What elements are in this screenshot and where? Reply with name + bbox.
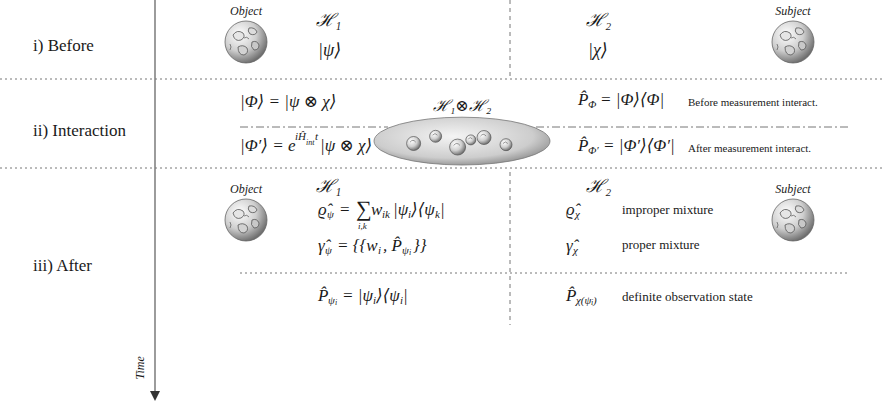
- text-label: definite observation state: [622, 290, 753, 305]
- math-label: ψ: [325, 244, 332, 257]
- math-label: }}: [413, 236, 427, 256]
- math-label: |: [403, 286, 408, 306]
- math-label: χ: [573, 244, 578, 257]
- math-label: |χ⟩: [588, 40, 608, 61]
- math-label: i: [378, 244, 381, 257]
- math-label: γ̂: [566, 236, 573, 256]
- math-label: i: [408, 208, 411, 221]
- math-label: γ̂: [318, 236, 325, 256]
- math-label: P̂: [318, 286, 328, 306]
- column-divider: [510, 0, 511, 77]
- time-label: Time: [133, 356, 147, 379]
- math-label: Φ: [588, 98, 596, 111]
- math-label: ik: [382, 208, 390, 221]
- row-divider: [0, 168, 885, 169]
- math-label: Before measurement interact.: [688, 96, 818, 109]
- math-label: P̂: [566, 286, 576, 306]
- time-arrowhead: [150, 391, 160, 401]
- math-label: ψ: [327, 208, 334, 221]
- node-heading: Object: [221, 182, 271, 196]
- text-label: proper mixture: [622, 238, 700, 253]
- sphere-node: Object: [221, 4, 271, 66]
- math-label: = |Φ′⟩⟨Φ′|: [603, 136, 675, 156]
- math-label: ⟩⟨ψ: [411, 200, 435, 220]
- sphere-illustration: [224, 20, 268, 64]
- sphere-node: Subject: [768, 182, 818, 244]
- math-label: = {{w: [337, 236, 378, 256]
- math-label: i: [400, 294, 403, 307]
- math-label: i: [373, 294, 376, 307]
- sphere-illustration: [224, 198, 268, 242]
- math-label: Φ′: [588, 144, 599, 157]
- sphere-illustration: [771, 20, 815, 64]
- math-label: After measurement interact.: [688, 142, 811, 155]
- math-label: |ψ⟩: [318, 40, 341, 61]
- math-label: ℋ₂: [586, 176, 611, 197]
- math-label: t: [315, 130, 318, 143]
- space-label: ℋ₁⊗ℋ₂: [372, 96, 552, 115]
- math-label: i: [409, 248, 411, 257]
- math-label: ⟩⟨ψ: [376, 286, 400, 306]
- sphere-illustration: [771, 198, 815, 242]
- math-label: ϱ̂: [318, 200, 327, 220]
- text-label: improper mixture: [622, 203, 713, 218]
- text-label: ∑: [356, 196, 372, 221]
- math-label: |: [440, 200, 445, 220]
- state-divider: [240, 273, 850, 274]
- math-label: i: [335, 298, 337, 307]
- math-label: P̂: [578, 90, 588, 110]
- math-label: ϱ̂: [566, 200, 575, 220]
- math-label: w: [371, 200, 382, 220]
- time-axis: [154, 0, 155, 392]
- column-divider: [510, 172, 511, 325]
- text-label: i) Before: [33, 36, 94, 56]
- math-label: χ(ψ: [576, 294, 591, 307]
- math-label: ψ: [402, 244, 409, 257]
- text-label: ii) Interaction: [33, 121, 126, 141]
- math-label: iĤ: [295, 130, 306, 143]
- text-label: iii) After: [33, 256, 92, 276]
- math-label: ℋ₁: [316, 10, 341, 31]
- node-heading: Object: [221, 4, 271, 18]
- math-label: |ψ: [393, 200, 408, 220]
- hilbert-ellipse: ℋ₁⊗ℋ₂: [372, 96, 552, 166]
- phase-divider: [536, 127, 850, 128]
- math-label: k: [435, 208, 440, 221]
- sphere-node: Subject: [768, 4, 818, 66]
- math-label: ℋ₁: [316, 176, 341, 197]
- math-label: χ: [575, 208, 580, 221]
- sphere-node: Object: [221, 182, 271, 244]
- math-label: i: [591, 298, 593, 307]
- math-label: ): [593, 294, 597, 307]
- text-label: =: [340, 200, 350, 220]
- math-label: int: [306, 138, 314, 147]
- row-divider: [0, 79, 885, 80]
- math-label: ψ: [328, 294, 335, 307]
- node-heading: Subject: [768, 4, 818, 18]
- math-label: |Φ′⟩ = e: [240, 136, 295, 156]
- node-heading: Subject: [768, 182, 818, 196]
- math-label: |ψ ⊗ χ⟩: [320, 136, 372, 156]
- math-label: , P̂: [383, 236, 402, 256]
- math-label: P̂: [578, 136, 588, 156]
- math-label: ℋ₂: [586, 10, 611, 31]
- math-label: = |Φ⟩⟨Φ|: [600, 90, 664, 110]
- phase-divider: [240, 127, 388, 128]
- math-label: i,k: [358, 221, 367, 231]
- math-label: = |ψ: [342, 286, 373, 306]
- math-label: |Φ⟩ = |ψ ⊗ χ⟩: [240, 92, 336, 112]
